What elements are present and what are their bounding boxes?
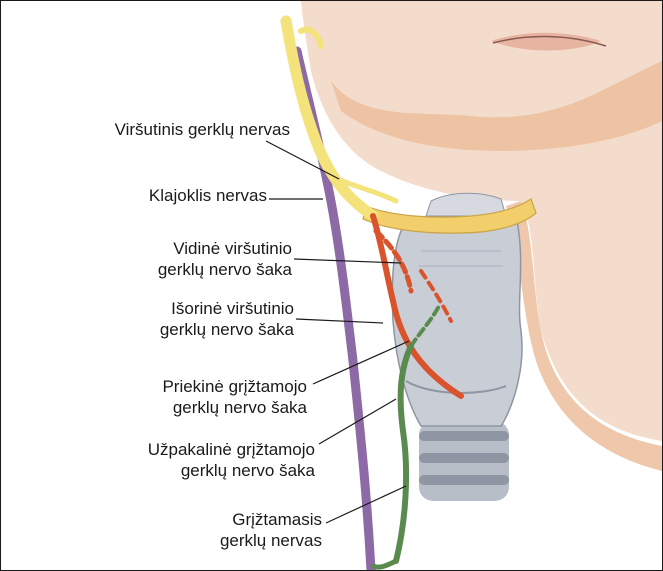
leader-line-external — [296, 319, 383, 323]
label-internal-branch: Vidinė viršutinio gerklų nervo šaka — [158, 238, 292, 280]
label-vagus-nerve: Klajoklis nervas — [149, 185, 267, 206]
label-anterior-recurrent-branch: Priekinė grįžtamojo gerklų nervo šaka — [162, 376, 307, 418]
leader-line-anterior — [313, 341, 409, 384]
label-external-branch: Išorinė viršutinio gerklų nervo šaka — [160, 298, 294, 340]
label-posterior-recurrent-branch: Užpakalinė grįžtamojo gerklų nervo šaka — [148, 439, 315, 481]
label-recurrent-laryngeal-nerve: Grįžtamasis gerklų nervas — [220, 509, 322, 551]
trachea — [419, 421, 509, 501]
label-superior-laryngeal-nerve: Viršutinis gerklų nervas — [115, 119, 290, 140]
